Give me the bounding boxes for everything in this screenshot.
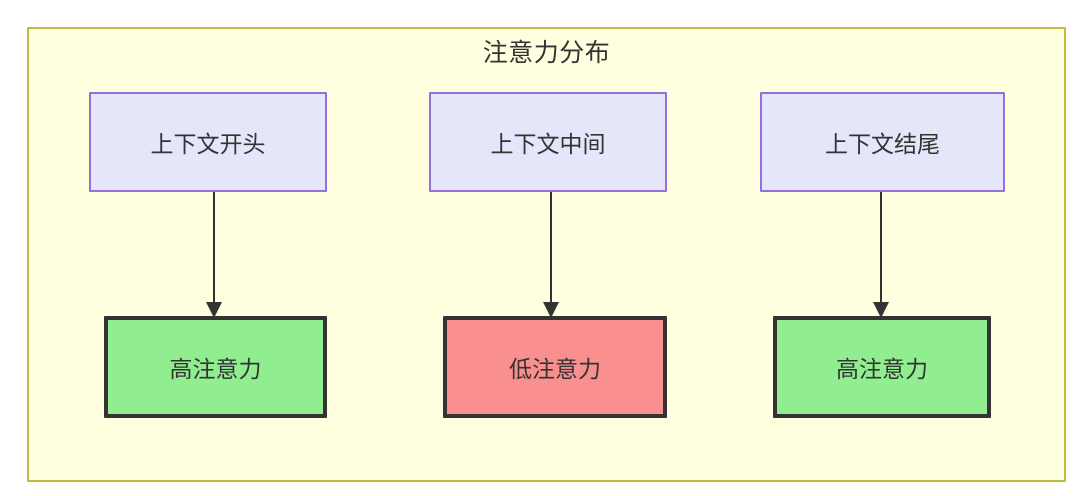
node-label: 高注意力 — [836, 356, 928, 382]
node-label: 上下文开头 — [150, 131, 266, 157]
node-attention-high-left[interactable]: 高注意力 — [104, 316, 327, 418]
node-context-end[interactable]: 上下文结尾 — [760, 92, 1005, 192]
node-context-middle[interactable]: 上下文中间 — [429, 92, 667, 192]
node-label: 上下文中间 — [490, 131, 606, 157]
node-attention-low-middle[interactable]: 低注意力 — [443, 316, 667, 418]
node-label: 高注意力 — [169, 356, 262, 382]
node-label: 低注意力 — [509, 356, 601, 382]
node-attention-high-right[interactable]: 高注意力 — [773, 316, 991, 418]
subgraph-title: 注意力分布 — [482, 39, 611, 67]
node-label: 上下文结尾 — [825, 131, 940, 157]
node-context-start[interactable]: 上下文开头 — [89, 92, 327, 192]
